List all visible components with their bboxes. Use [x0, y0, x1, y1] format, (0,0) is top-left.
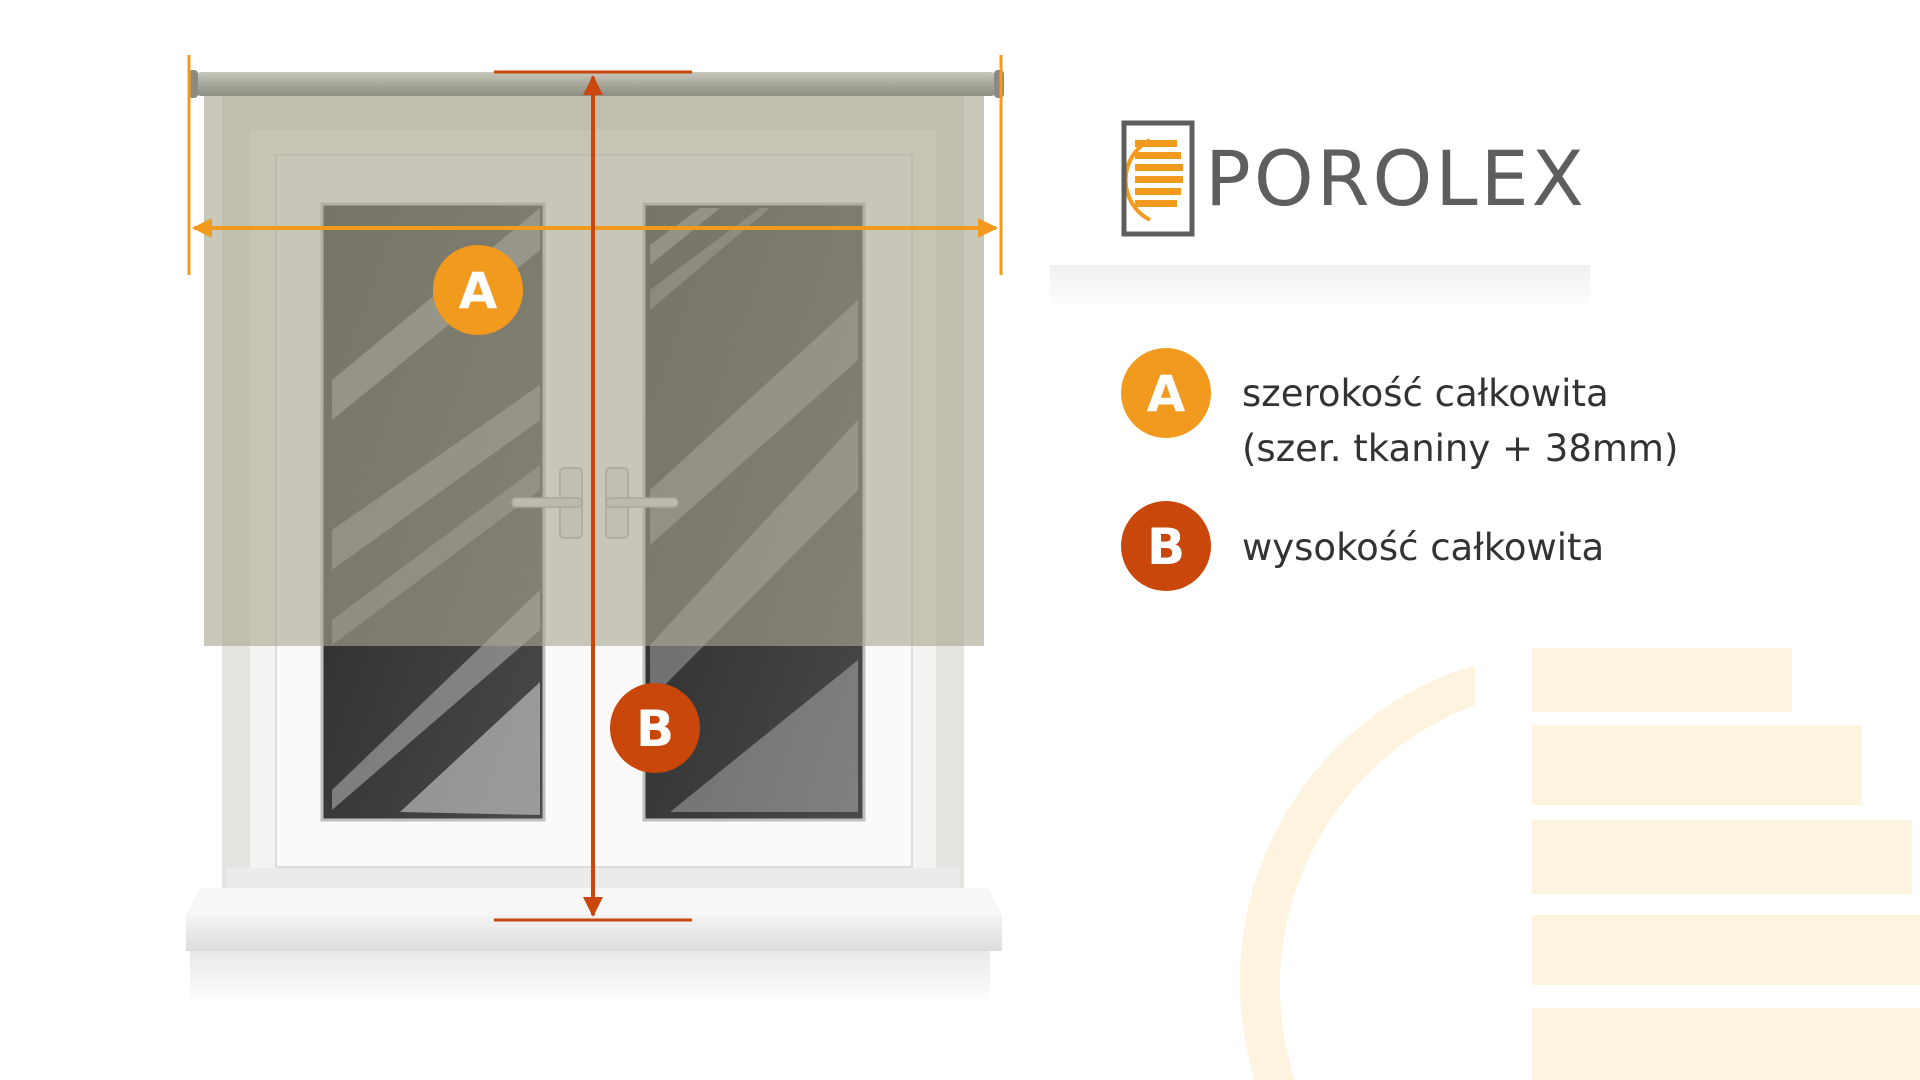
- marker-a: A: [433, 245, 523, 335]
- legend-item-a: A szerokość całkowita (szer. tkaniny + 3…: [1121, 348, 1678, 470]
- glass-reflection: [400, 682, 540, 815]
- legend-b-circle: [1121, 501, 1211, 591]
- legend-b-label: wysokość całkowita: [1242, 526, 1604, 569]
- marker-a-letter: A: [459, 262, 498, 320]
- glass-reflection: [670, 660, 858, 812]
- roller-tube: [192, 72, 1000, 96]
- marker-b: B: [610, 683, 700, 773]
- sun-watermark-icon: [1240, 648, 1920, 1080]
- brand-underline-shadow: [1050, 265, 1590, 310]
- brand-logo: POROLEX: [1050, 120, 1590, 310]
- legend: A szerokość całkowita (szer. tkaniny + 3…: [1121, 348, 1678, 591]
- sill-shadow: [190, 945, 990, 1005]
- legend-item-b: B wysokość całkowita: [1121, 501, 1604, 591]
- legend-b-letter: B: [1147, 518, 1185, 576]
- marker-b-circle: [610, 683, 700, 773]
- brand-name: POROLEX: [1205, 134, 1587, 223]
- window-sun-logo-icon: [1121, 120, 1195, 237]
- legend-a-letter: A: [1147, 365, 1186, 423]
- legend-a-label: szerokość całkowita: [1242, 372, 1609, 415]
- marker-a-circle: [433, 245, 523, 335]
- legend-a-circle: [1121, 348, 1211, 438]
- legend-a-note: (szer. tkaniny + 38mm): [1242, 427, 1678, 470]
- height-dimension-b: [494, 70, 692, 922]
- marker-b-letter: B: [636, 700, 674, 758]
